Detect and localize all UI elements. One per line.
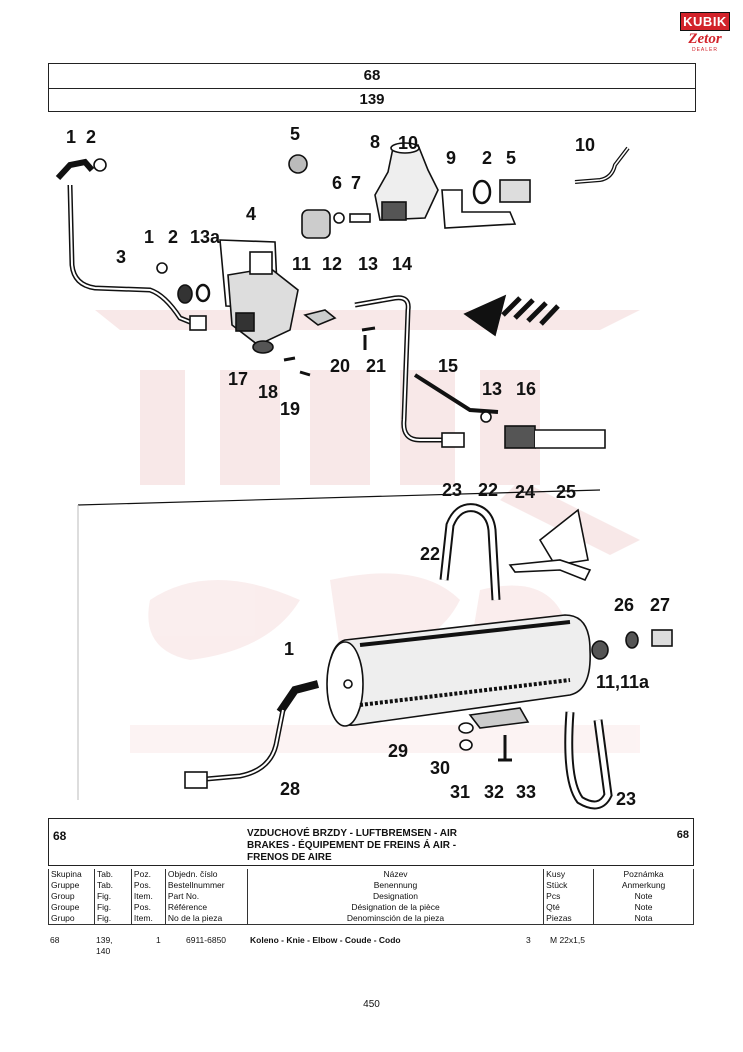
callout-34: 26 — [614, 595, 635, 615]
row-name: Koleno - Knie - Elbow - Coude - Codo — [250, 935, 401, 945]
callout-13: 1 — [144, 227, 155, 247]
callout-2: 2 — [86, 127, 97, 147]
callout-26: 15 — [438, 356, 459, 376]
callout-17: 11 — [292, 254, 312, 274]
callout-5: 10 — [398, 133, 419, 153]
callout-8: 5 — [506, 148, 517, 168]
callout-28: 16 — [516, 379, 537, 399]
group-label: 68 — [53, 829, 67, 843]
page-number: 450 — [363, 999, 380, 1010]
callout-27: 13 — [482, 379, 503, 399]
callout-39: 28 — [280, 779, 301, 799]
callout-42: 32 — [484, 782, 505, 802]
callout-18: 12 — [322, 254, 343, 274]
upper-assembly — [55, 142, 630, 449]
callout-3: 5 — [290, 124, 301, 144]
table-number-box: 139 — [48, 88, 696, 112]
section-title-box: 68 VZDUCHOVÉ BRZDY - LUFTBREMSEN - AIR B… — [48, 818, 694, 866]
callout-30: 22 — [478, 480, 499, 500]
callout-23: 17 — [228, 369, 249, 389]
callout-25: 19 — [280, 399, 301, 419]
callout-4: 8 — [370, 132, 381, 152]
callout-7: 2 — [482, 148, 493, 168]
callout-32: 25 — [556, 482, 577, 502]
frame-line — [77, 489, 601, 506]
callout-37: 11,11a — [596, 672, 650, 692]
row-note: M 22x1,5 — [550, 935, 585, 945]
row-group: 68 — [50, 935, 60, 945]
callout-6: 9 — [446, 148, 457, 168]
row-item: 1 — [156, 935, 161, 945]
column-header-table: Skupina Tab. Poz. Objedn. číslo Název Ku… — [48, 869, 694, 925]
row-qty: 3 — [526, 935, 531, 945]
callout-35: 27 — [650, 595, 671, 615]
callout-9: 10 — [575, 135, 596, 155]
row-table-2: 140 — [96, 946, 111, 956]
callout-12: 4 — [246, 204, 257, 224]
kubik-zetor-logo: KUBIK Zetor DEALER — [680, 12, 730, 53]
callout-21: 20 — [330, 356, 351, 376]
lower-assembly — [184, 503, 673, 810]
callout-24: 18 — [258, 382, 279, 402]
callout-14: 2 — [168, 227, 179, 247]
callout-20: 14 — [392, 254, 413, 274]
callout-31: 24 — [515, 482, 536, 502]
logo-sub: Zetor — [688, 31, 722, 47]
callout-10: 6 — [332, 173, 343, 193]
callout-33: 22 — [420, 544, 441, 564]
group-number-box: 68 — [48, 63, 696, 89]
logo-tag: DEALER — [691, 47, 718, 53]
callout-44: 23 — [616, 789, 637, 809]
row-table: 139, — [96, 935, 113, 945]
callout-40: 30 — [430, 758, 451, 778]
callout-38: 29 — [388, 741, 409, 761]
callout-43: 33 — [516, 782, 537, 802]
callout-36: 1 — [284, 639, 295, 659]
callout-1: 1 — [66, 127, 77, 147]
callout-11: 7 — [351, 173, 362, 193]
section-title: VZDUCHOVÉ BRZDY - LUFTBREMSEN - AIR BRAK… — [247, 828, 457, 863]
callout-41: 31 — [450, 782, 471, 802]
callout-22: 21 — [366, 356, 387, 376]
row-part-no: 6911-6850 — [186, 935, 227, 945]
callout-29: 23 — [442, 480, 463, 500]
callout-15: 13a — [190, 227, 221, 247]
callout-16: 3 — [116, 247, 127, 267]
logo-brand: KUBIK — [680, 12, 730, 31]
group-label-right: 68 — [676, 829, 689, 841]
callout-19: 13 — [358, 254, 379, 274]
air-brake-exploded-diagram — [55, 142, 673, 810]
